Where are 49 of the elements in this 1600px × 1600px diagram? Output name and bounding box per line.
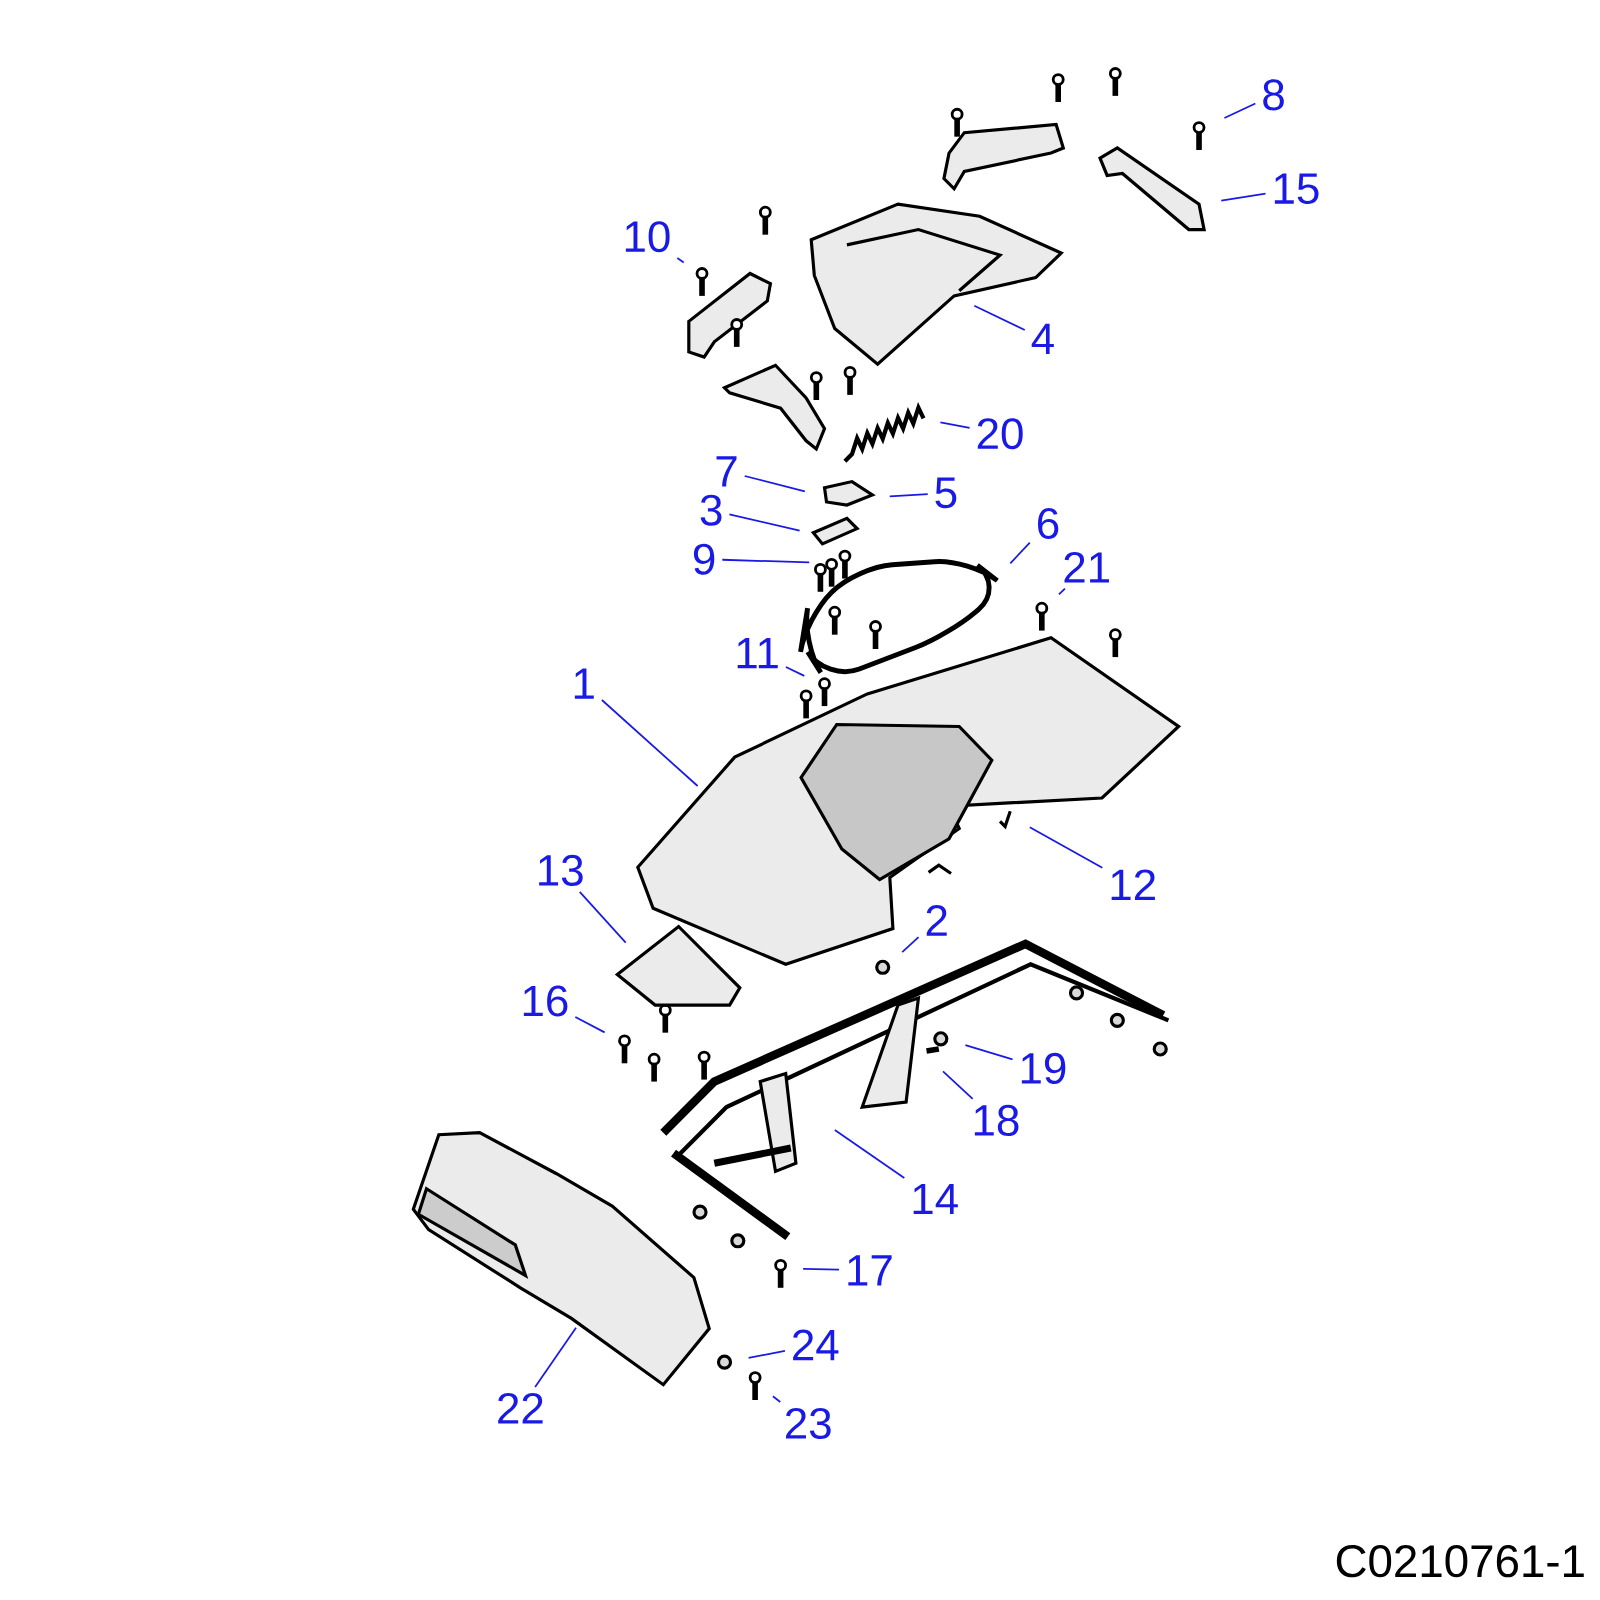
leader-line [833,1129,906,1179]
callout-number: 21 [1064,551,1109,583]
callout-number: 5 [935,477,957,509]
callout-number: 22 [498,1392,543,1424]
leader-line [942,1070,974,1100]
callout-number: 3 [700,494,722,526]
leader-line [728,513,801,532]
leader-line [534,1326,577,1388]
leader-line [964,1044,1014,1061]
leader-line [1220,192,1267,202]
leader-line [939,421,971,429]
leader-line [1028,826,1104,869]
leader-line [1009,541,1031,565]
leader-line [772,1395,782,1403]
drawing-number: C0210761-1 [1336,1545,1584,1578]
leader-line [901,936,920,953]
callout-number: 16 [523,985,568,1017]
leader-line [574,1016,606,1034]
leader-line [1058,587,1066,596]
leader-line [743,475,806,493]
callout-number: 19 [1021,1052,1066,1084]
leader-line [888,493,929,498]
leader-line [747,1349,786,1359]
callout-number: 11 [737,638,778,669]
callout-number: 1 [574,668,594,699]
callout-number: 18 [974,1104,1019,1136]
leader-line [802,1268,840,1271]
leader-line [785,666,806,677]
leader-line [973,304,1026,331]
leader-line [1223,102,1257,119]
callout-number: 20 [977,418,1023,450]
callout-number: 23 [786,1407,831,1440]
callout-number: 12 [1111,869,1155,900]
leader-line [578,891,627,944]
callout-number: 6 [1038,507,1059,540]
callout-number: 10 [625,221,670,253]
callout-number: 24 [793,1329,839,1361]
leader-line [721,558,811,564]
callout-number: 2 [926,905,947,936]
callout-number: 4 [1031,323,1054,354]
callout-number: 7 [716,456,737,487]
callout-number: 15 [1274,173,1319,205]
leader-line [676,257,685,264]
callout-number: 14 [913,1183,958,1215]
callout-number: 8 [1263,79,1284,111]
callout-number: 9 [693,543,715,575]
callout-number: 17 [848,1255,892,1286]
callout-number: 13 [539,854,583,886]
leader-line [601,699,699,787]
